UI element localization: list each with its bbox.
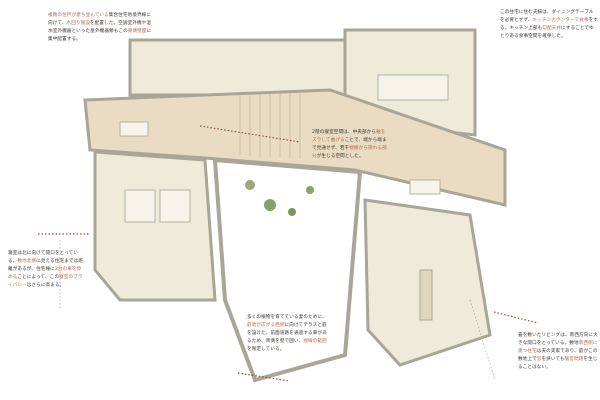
plumbing-note: 複数の住戸が建ち並んでいる集合住宅地境界線に向けて、水回り施設を配置した。空調室… [48,12,152,44]
bedroom-floor [93,150,217,302]
leader-lines [59,240,496,381]
sofa [409,179,441,195]
highlighted-text: 東側壁面 [127,29,147,34]
highlighted-text: 複数の住戸が建ち並んでいる [48,13,109,18]
tatami-bench [419,269,433,321]
desk [119,121,149,137]
highlighted-text: 勾配天井 [542,26,562,31]
note-text: をする。キッチン上部も [500,18,598,31]
highlighted-text: 南西側に建つ住宅 [518,341,598,354]
courtyard [212,157,363,383]
plant [264,199,276,211]
note-text: に向けてテラスと庭を設けた。前面道路を通過する車があるため、両側を壁で囲い、 [247,323,327,344]
note-text: を挟いても [541,357,565,362]
terrace-note: 多くの植物を育てている妻のために、庭地が広がる西側に向けてテラスと庭を設けた。前… [247,314,329,354]
note-text: ことによって、この [17,275,60,280]
note-text: 2階の寝室空間は、中央部から [312,130,377,135]
highlighted-text: 2台の車を停める [8,267,82,280]
highlighted-text: 軸をズラして曲げる [312,130,386,143]
living-note: 畳を敷いたリビングは、南西方向に大きな開口をとっている。敷地南西側に建つ住宅は夫… [518,332,598,372]
bedroom-note: 寝室は北に向けて開口をとっている。敷地北側に見える住宅までは距離があるが、住宅棟… [8,250,86,290]
highlighted-text: 騒音問題 [564,357,584,362]
note-text: 多くの植物を育てている妻のために、 [247,315,327,320]
highlighted-text: 水回り施設 [66,21,91,26]
note-text: 畳を敷いたリビングは、南西方向に大きな開口をとっている。敷地 [518,333,598,346]
note-text: 集合住宅地境界線に向けて、 [48,13,152,26]
note-text: を限定している。 [247,347,285,352]
note-text: が生じる空間とした。 [316,154,364,159]
highlighted-text: 視線の範囲 [303,339,327,344]
wet-area-block [128,38,347,97]
corridor-note: 2階の寝室空間は、中央部から軸をズラして曲げることで、端から端まで見通せず、若干… [312,129,390,161]
plant [288,208,296,216]
highlighted-text: キッチンカウンターで食事 [532,18,589,23]
highlighted-text: 窓 [536,357,542,362]
highlighted-text: 寝室のプライバシー [8,275,83,288]
note-text: ことで、端から端まで見通せず、若干 [312,138,387,151]
bed [124,189,156,223]
bed [159,189,191,223]
highlighted-text: 庭地が広がる西側 [247,323,285,328]
plant [306,186,314,194]
plant [245,180,255,190]
note-text: を配置した。空調室外機や温水室外機器といった屋外機器類もこの [48,21,152,34]
kitchen-note: この住宅に住む夫婦は、ダイニングテーブルを必要とせず、キッチンカウンターで食事を… [500,9,598,41]
note-text: に見える住宅までは距離があるが、住宅棟に [8,259,83,272]
note-text: この住宅に住む夫婦は、ダイニングテーブルを必要とせず、 [500,10,594,23]
note-text: を生じることはない。 [518,357,598,370]
note-text: 寝室は北に向けて開口をとっている。 [8,251,79,264]
note-text: にすることでゆとりある食事空間を確保した。 [500,26,594,39]
kitchen-counter [377,74,449,101]
highlighted-text: 敷地北側 [17,259,37,264]
highlighted-text: 視線から隠れる部分 [312,146,387,159]
note-text: はさらに高まる。 [26,283,65,288]
stair [239,92,301,159]
note-text: に集中配置する。 [48,29,152,42]
note-text: は夫の実家であり、庭がこの敷地上で [518,349,598,362]
view-arrows [38,125,539,382]
